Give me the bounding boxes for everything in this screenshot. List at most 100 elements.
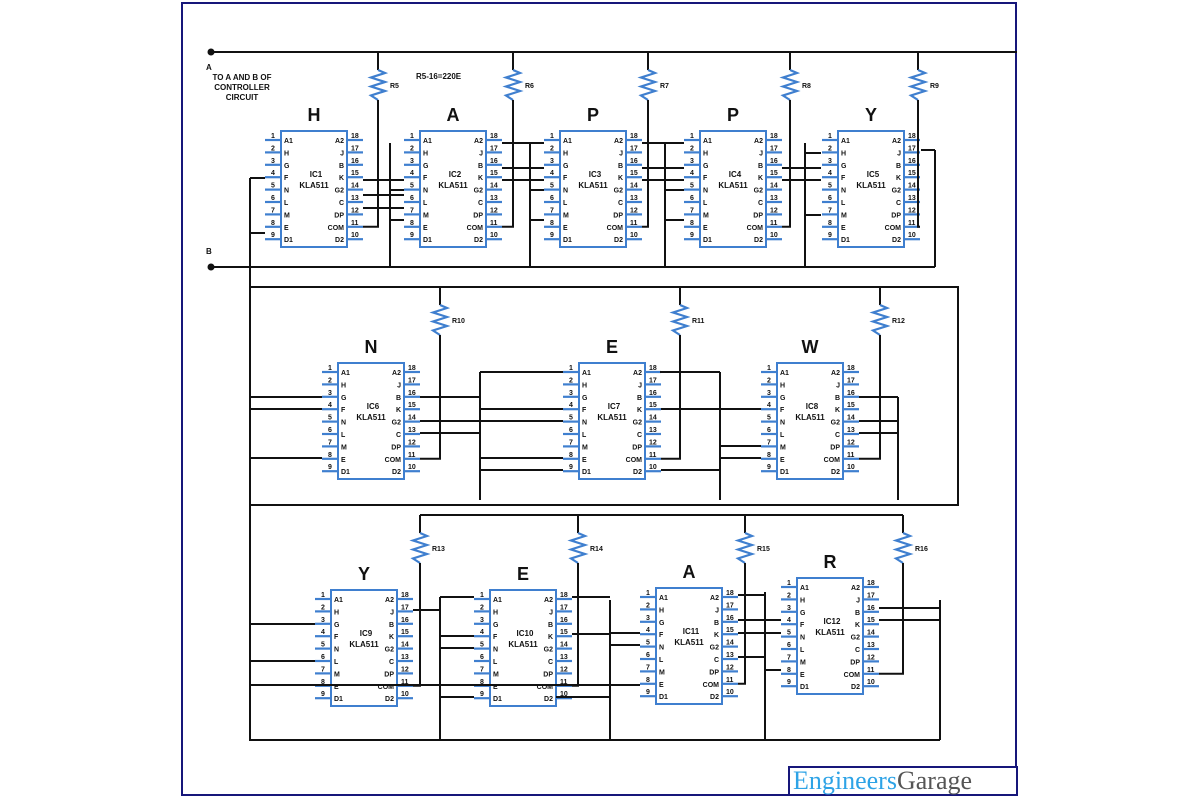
pin-name: F (423, 175, 428, 182)
pin-name: E (563, 225, 568, 232)
pin-name: F (780, 407, 785, 414)
pin-number: 12 (649, 439, 657, 446)
pin-name: A1 (284, 138, 293, 145)
pin-name: J (479, 150, 483, 157)
pin-name: G2 (544, 647, 553, 654)
pin-number: 6 (410, 195, 414, 202)
pin-number: 3 (828, 158, 832, 165)
resistor-label: R9 (930, 83, 939, 90)
pin-name: M (341, 444, 347, 451)
pin-name: COM (747, 225, 764, 232)
pin-name: A1 (334, 597, 343, 604)
pin-number: 16 (401, 617, 409, 624)
pin-number: 10 (867, 679, 875, 686)
pin-number: 11 (490, 220, 498, 227)
pin-name: B (835, 395, 840, 402)
pin-number: 1 (321, 592, 325, 599)
pin-name: D1 (284, 237, 293, 244)
ic-id-label: IC11 (683, 627, 700, 636)
pin-name: H (563, 150, 568, 157)
pin-number: 11 (908, 220, 916, 227)
pin-number: 5 (569, 415, 573, 422)
pin-name: J (397, 382, 401, 389)
pin-name: E (659, 682, 664, 689)
pin-number: 3 (410, 158, 414, 165)
pin-name: B (714, 620, 719, 627)
ic-body (419, 130, 487, 248)
pin-name: D1 (780, 469, 789, 476)
pin-name: F (659, 632, 664, 639)
pin-number: 11 (867, 667, 875, 674)
pin-number: 10 (649, 464, 657, 471)
pin-number: 5 (646, 640, 650, 647)
pin-number: 16 (630, 158, 638, 165)
ic-body (489, 589, 557, 707)
pin-number: 14 (408, 415, 416, 422)
pin-number: 14 (351, 183, 359, 190)
com-wire (363, 100, 379, 228)
pin-number: 17 (401, 604, 409, 611)
pin-number: 3 (321, 617, 325, 624)
pin-number: 7 (480, 666, 484, 673)
pin-name: B (637, 395, 642, 402)
pin-name: A1 (582, 370, 591, 377)
pin-number: 15 (408, 402, 416, 409)
pin-number: 9 (271, 232, 275, 239)
pin-name: L (659, 657, 664, 664)
pin-number: 16 (351, 158, 359, 165)
ic-id-label: IC5 (867, 170, 880, 179)
pin-name: K (637, 407, 642, 414)
pin-number: 7 (690, 207, 694, 214)
pin-name: D1 (493, 696, 502, 703)
pin-name: C (548, 659, 553, 666)
pin-name: C (478, 200, 483, 207)
pin-name: A2 (831, 370, 840, 377)
ic-id-label: IC6 (367, 402, 380, 411)
resistor-r14 (567, 531, 589, 564)
pin-name: K (478, 175, 483, 182)
pin-name: A2 (385, 597, 394, 604)
pin-name: DP (613, 212, 623, 219)
pin-name: B (548, 622, 553, 629)
pin-name: L (341, 432, 346, 439)
display-letter: P (587, 105, 599, 125)
pin-name: K (896, 175, 901, 182)
pin-name: E (703, 225, 708, 232)
pin-name: K (389, 634, 394, 641)
pin-name: A2 (633, 370, 642, 377)
pin-number: 14 (630, 183, 638, 190)
resistor-r9 (907, 68, 929, 101)
pin-name: M (563, 212, 569, 219)
pin-number: 14 (401, 642, 409, 649)
pin-number: 8 (690, 220, 694, 227)
pin-number: 13 (770, 195, 778, 202)
pin-number: 2 (271, 145, 275, 152)
ic-body (559, 130, 627, 248)
display-row-year: YIC9KLA5111A12H3G4F5N6L7M8E9D118A217J16B… (315, 515, 928, 707)
display-letter: R (824, 552, 837, 572)
pin-number: 12 (770, 207, 778, 214)
pin-name: G (334, 622, 340, 629)
pin-name: D1 (703, 237, 712, 244)
pin-name: D2 (385, 696, 394, 703)
pin-number: 11 (560, 679, 568, 686)
pin-number: 11 (770, 220, 778, 227)
pin-number: 8 (328, 452, 332, 459)
pin-number: 10 (908, 232, 916, 239)
display-letter: E (606, 337, 618, 357)
display-ic8: WIC8KLA5111A12H3G4F5N6L7M8E9D118A217J16B… (761, 287, 905, 480)
controller-note-line: CIRCUIT (226, 93, 259, 102)
pin-number: 6 (690, 195, 694, 202)
pin-number: 1 (646, 590, 650, 597)
pin-name: G2 (892, 188, 901, 195)
pin-number: 18 (351, 133, 359, 140)
pin-name: J (759, 150, 763, 157)
pin-number: 12 (847, 439, 855, 446)
pin-name: COM (885, 225, 902, 232)
pin-name: G2 (851, 635, 860, 642)
resistor-r12 (869, 303, 891, 336)
pin-name: D2 (851, 684, 860, 691)
pin-name: F (582, 407, 587, 414)
pin-name: A2 (335, 138, 344, 145)
pin-number: 2 (569, 377, 573, 384)
